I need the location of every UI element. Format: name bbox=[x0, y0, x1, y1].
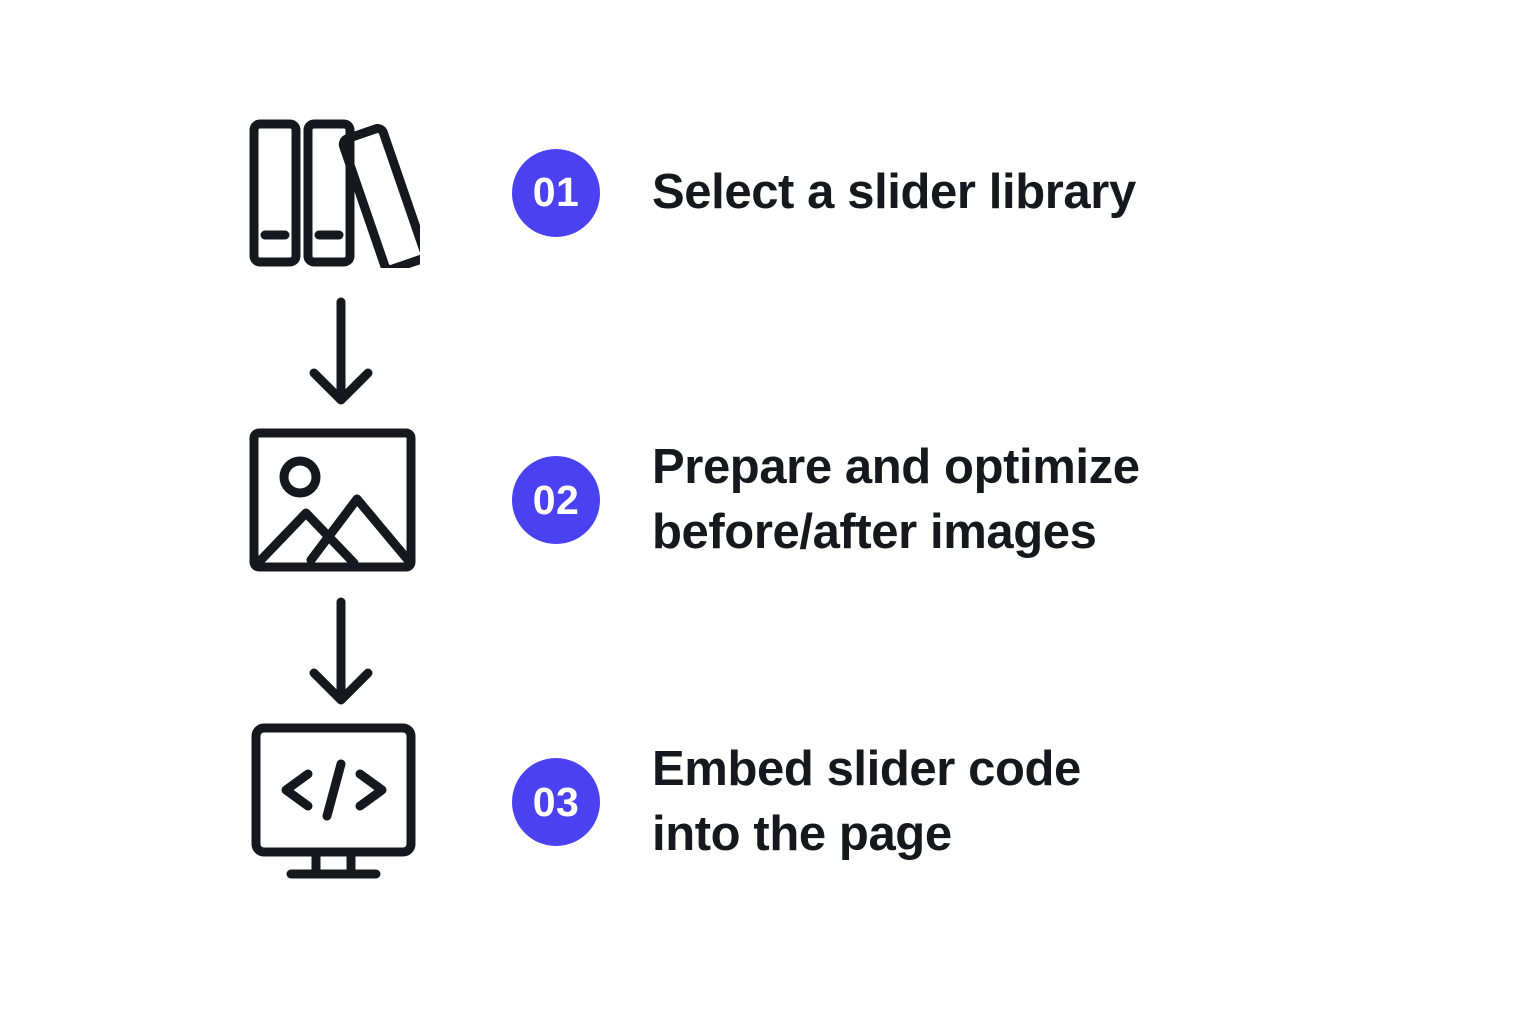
step-label-3: Embed slider code into the page bbox=[652, 742, 1081, 861]
step-label-2: Prepare and optimize before/after images bbox=[652, 440, 1140, 559]
process-step-3: 03 Embed slider code into the page bbox=[248, 722, 1081, 882]
step-badge-2: 02 bbox=[512, 456, 600, 544]
step-number-2: 02 bbox=[532, 476, 580, 523]
image-icon bbox=[248, 427, 426, 573]
process-step-2: 02 Prepare and optimize before/after ima… bbox=[248, 425, 1140, 575]
step-number-1: 01 bbox=[532, 169, 580, 215]
step-badge-3: 03 bbox=[512, 758, 600, 846]
step-label-1: Select a slider library bbox=[652, 165, 1136, 220]
monitor-code-icon bbox=[248, 722, 426, 882]
step-number-3: 03 bbox=[532, 778, 580, 825]
arrow-step1-to-step2-icon bbox=[306, 297, 376, 407]
arrow-step2-to-step3-icon bbox=[306, 597, 376, 707]
process-step-1: 01 Select a slider library bbox=[248, 115, 1136, 270]
books-icon bbox=[248, 118, 426, 268]
step-badge-1: 01 bbox=[512, 148, 600, 237]
